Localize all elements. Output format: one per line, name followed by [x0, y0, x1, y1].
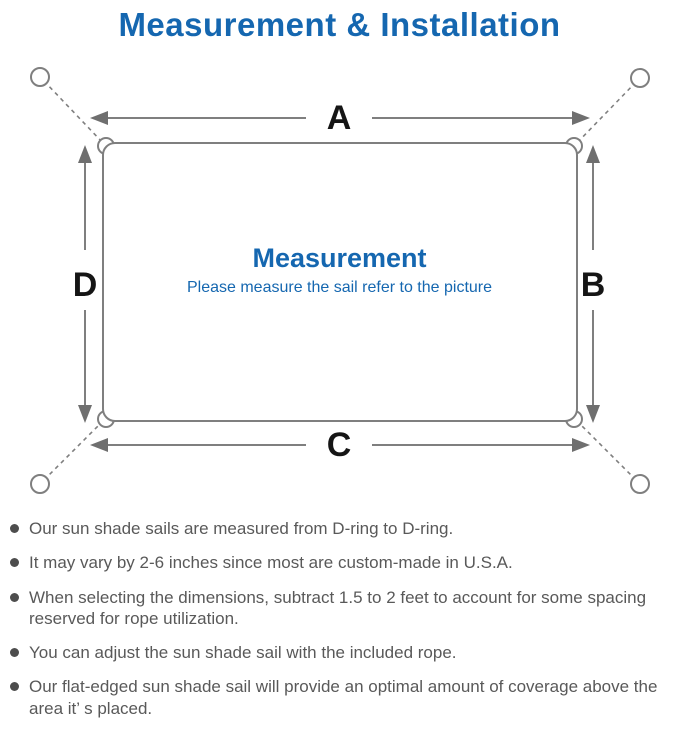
note-text: You can adjust the sun shade sail with t… [29, 643, 457, 662]
bullet-icon [10, 592, 19, 602]
arrow-up-icon [78, 145, 92, 163]
arrow-up-icon [586, 145, 600, 163]
note-text: Our sun shade sails are measured from D-… [29, 519, 454, 538]
measurement-diagram: A C D B Me [0, 44, 679, 508]
dashed-tension-line-bottom-left [43, 419, 105, 481]
arrow-left-icon [90, 438, 108, 452]
dimension-label-b: B [581, 266, 606, 304]
dimension-label-c: C [327, 426, 352, 464]
sail-rectangle [102, 142, 578, 422]
dashed-tension-lines [43, 80, 637, 481]
diagram-canvas: A C D B [30, 67, 650, 494]
dashed-tension-line-top-left [43, 80, 105, 145]
note-text: When selecting the dimensions, subtract … [29, 587, 647, 628]
note-item: Our flat-edged sun shade sail will provi… [10, 676, 669, 719]
dimension-label-a: A [327, 99, 352, 137]
diagram-center-title: Measurement [252, 243, 427, 273]
arrow-down-icon [586, 405, 600, 423]
dimension-label-d: D [73, 266, 98, 304]
note-text: Our flat-edged sun shade sail will provi… [29, 677, 658, 718]
dashed-tension-line-bottom-right [575, 419, 637, 481]
bullet-icon [10, 524, 19, 533]
bullet-icon [10, 648, 19, 657]
arrow-right-icon [572, 438, 590, 452]
note-item: You can adjust the sun shade sail with t… [10, 642, 669, 663]
page-title: Measurement & Installation [118, 6, 561, 43]
anchor-ring-icon-bottom-right [630, 474, 650, 494]
arrow-right-icon [572, 111, 590, 125]
diagram-center-subtitle: Please measure the sail refer to the pic… [186, 279, 493, 296]
arrow-left-icon [90, 111, 108, 125]
note-item: Our sun shade sails are measured from D-… [10, 518, 669, 539]
note-item: When selecting the dimensions, subtract … [10, 587, 669, 630]
note-item: It may vary by 2-6 inches since most are… [10, 552, 669, 573]
notes-list: Our sun shade sails are measured from D-… [0, 508, 679, 719]
arrow-down-icon [78, 405, 92, 423]
anchor-ring-icon-top-left [30, 67, 50, 87]
dashed-tension-line-top-right [575, 81, 637, 145]
anchor-ring-icon-bottom-left [30, 474, 50, 494]
bullet-icon [10, 558, 19, 568]
note-text: It may vary by 2-6 inches since most are… [29, 553, 513, 573]
bullet-icon [10, 682, 19, 692]
anchor-ring-icon-top-right [630, 68, 650, 88]
anchor-rings [30, 67, 650, 494]
